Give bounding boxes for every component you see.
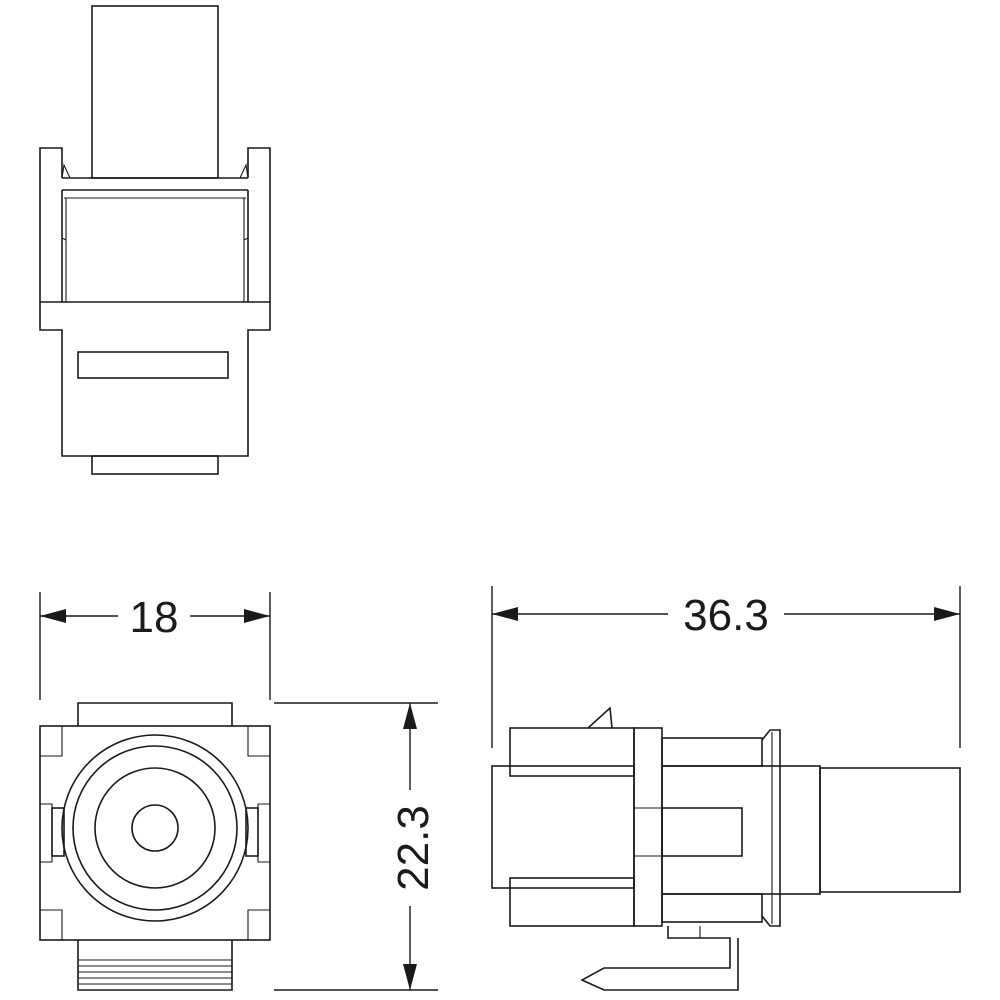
- top-view-left-frame: [39, 147, 63, 302]
- front-view-outer-ring: [61, 734, 249, 922]
- width-arrow-right: [244, 609, 270, 623]
- length-arrow-right: [934, 607, 960, 621]
- dimension-width: 18: [39, 592, 271, 700]
- side-view-frame: [633, 727, 663, 927]
- front-view-inner-ring: [94, 767, 216, 889]
- side-view-upper-contact: [661, 737, 763, 767]
- side-view-lower-block: [509, 877, 635, 927]
- side-view-lower-contact: [661, 893, 763, 923]
- top-view-left-latch: [61, 163, 71, 179]
- side-view-cable-tab: [819, 767, 961, 893]
- dimension-length: 36.3: [491, 586, 961, 748]
- side-view-upper-block: [509, 727, 635, 777]
- front-view-left-latch: [51, 807, 65, 857]
- length-arrow-left: [492, 607, 518, 621]
- front-view-top-tab: [77, 702, 233, 726]
- front-view-right-latch: [245, 807, 259, 857]
- front-view: [39, 702, 271, 991]
- height-arrow-top: [403, 703, 417, 729]
- front-view-center-pin: [131, 804, 179, 852]
- front-view-foot: [77, 940, 233, 991]
- side-view-flange: [761, 729, 781, 927]
- side-view-top-latch: [587, 706, 613, 729]
- side-view-middle-contact: [661, 807, 743, 857]
- side-view-body: [491, 765, 635, 889]
- side-view-bottom-clip: [580, 926, 739, 991]
- side-view-spine: [661, 765, 821, 895]
- width-label: 18: [130, 593, 179, 642]
- dimension-height: 22.3: [274, 702, 438, 991]
- top-view-stub: [91, 455, 219, 475]
- top-view: [39, 5, 271, 475]
- top-view-tab: [91, 5, 219, 179]
- height-arrow-bottom: [403, 964, 417, 990]
- front-view-frame: [39, 725, 271, 941]
- top-view-right-frame: [247, 147, 271, 302]
- length-label: 36.3: [683, 591, 769, 640]
- top-view-body: [39, 301, 271, 457]
- top-view-right-latch: [239, 163, 249, 179]
- width-arrow-left: [40, 609, 66, 623]
- height-label: 22.3: [389, 805, 438, 891]
- top-view-slot: [77, 351, 229, 379]
- side-view: [491, 706, 961, 991]
